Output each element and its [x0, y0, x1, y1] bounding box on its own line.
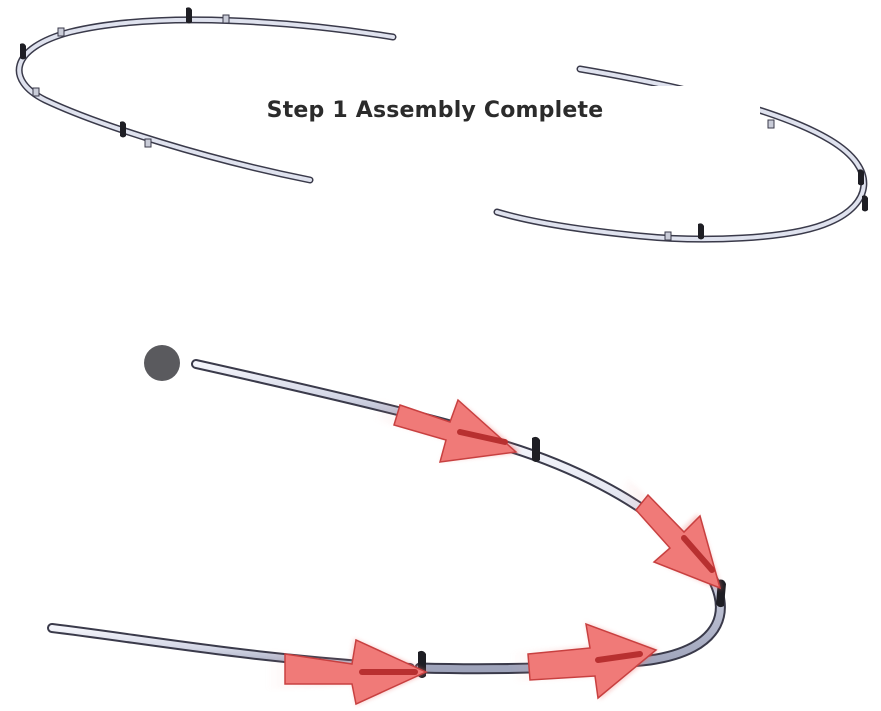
clip-icon	[20, 43, 26, 60]
insert-arrow-1	[372, 398, 520, 463]
joint-marker	[664, 231, 672, 241]
joint-marker	[767, 119, 775, 129]
joint-marker	[222, 14, 230, 24]
top-ring-assembly	[15, 7, 868, 243]
insert-arrow-2	[618, 478, 722, 590]
joint-marker	[57, 27, 65, 37]
clip-icon	[120, 121, 126, 138]
insert-arrow-3	[265, 638, 428, 706]
clip-icon	[532, 436, 540, 462]
step-dot	[144, 345, 180, 381]
clip-icon	[698, 223, 704, 240]
joint-marker	[144, 138, 152, 148]
joint-marker	[32, 87, 40, 97]
bottom-insertion-assembly	[47, 345, 726, 706]
clip-icon	[862, 195, 868, 212]
insert-arrow-4	[510, 622, 658, 700]
step-title: Step 1 Assembly Complete	[266, 98, 604, 123]
clip-icon	[186, 7, 192, 24]
clip-icon	[858, 169, 864, 186]
